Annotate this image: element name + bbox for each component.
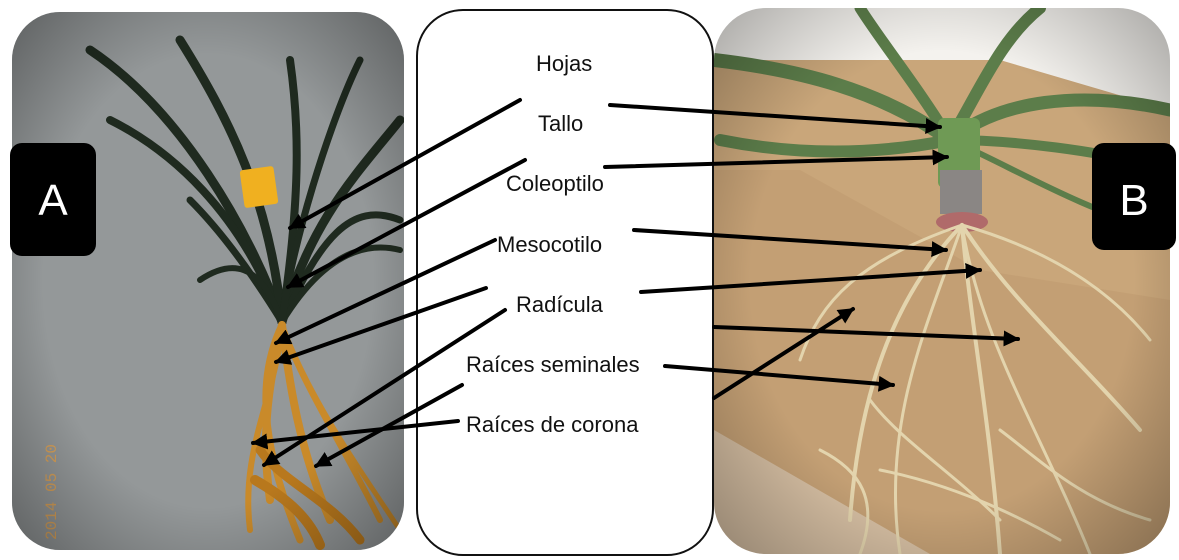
label-mesocotilo: Mesocotilo	[497, 232, 602, 257]
label-radicula: Radícula	[516, 292, 604, 317]
photo-panel-a: 2014 05 20	[12, 12, 404, 550]
badge-b-text: B	[1119, 176, 1148, 225]
label-box	[417, 10, 713, 555]
label-coleoptilo: Coleoptilo	[506, 171, 604, 196]
label-hojas: Hojas	[536, 51, 592, 76]
badge-a: A	[10, 143, 96, 256]
badge-a-text: A	[38, 176, 68, 225]
label-raices-seminales: Raíces seminales	[466, 352, 640, 377]
badge-b: B	[1092, 143, 1176, 250]
label-tallo: Tallo	[538, 111, 583, 136]
label-raices-corona: Raíces de corona	[466, 412, 639, 437]
